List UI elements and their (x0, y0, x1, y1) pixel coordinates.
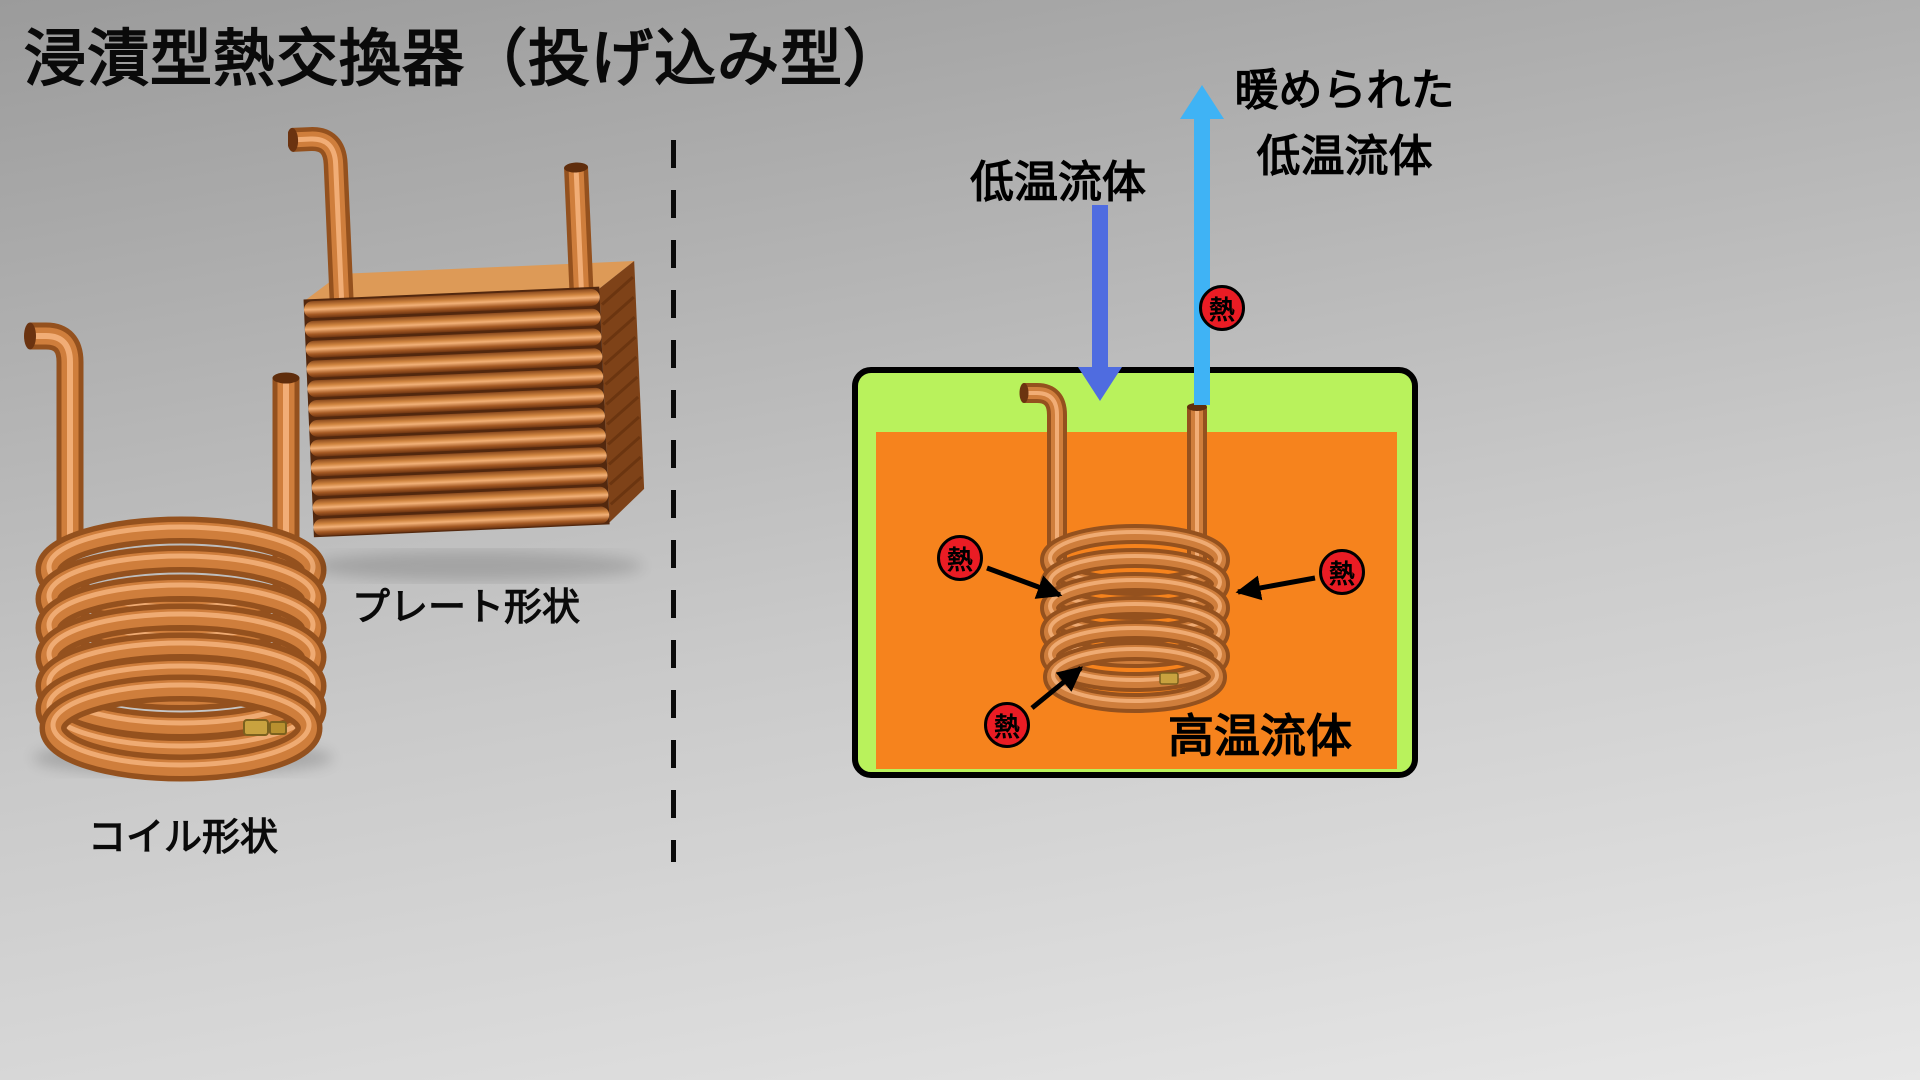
heat-badge-bottom: 熱 (984, 702, 1030, 748)
diagram-coil-loop (1043, 641, 1227, 713)
dashed-divider (671, 140, 676, 862)
page-title: 浸漬型熱交換器（投げ込み型） (24, 25, 907, 94)
coil-loop (39, 674, 323, 782)
immersion-diagram (852, 85, 1418, 778)
heat-badge-top: 熱 (1199, 285, 1245, 331)
heat-badge-label: 熱 (946, 544, 973, 575)
coil-brass-fitting (243, 719, 287, 736)
diagram-coil-fitting (1159, 672, 1179, 685)
plate-shadow (313, 551, 643, 581)
heat-badge-label: 熱 (1208, 294, 1235, 325)
coil-photo-label: コイル形状 (88, 817, 279, 859)
plate-photo-label: プレート形状 (352, 587, 581, 629)
plate-inlet-pipe (288, 127, 354, 305)
warmed-fluid-label-line2: 低温流体 (1256, 132, 1433, 181)
heat-badge-left: 熱 (937, 535, 983, 581)
warmed-fluid-up-arrow (1180, 85, 1224, 405)
coil-inlet-pipe (24, 322, 84, 550)
plate-tubes (303, 288, 610, 536)
heat-transfer-arrows (986, 565, 1316, 710)
plate-outlet-pipe (564, 162, 594, 296)
hot-fluid-label: 高温流体 (1168, 710, 1352, 762)
coil-heat-exchanger-photo (24, 322, 333, 782)
plate-top-face (303, 261, 635, 302)
heat-badge-label: 熱 (993, 711, 1020, 742)
plate-heat-exchanger-photo (288, 127, 645, 581)
plate-side-bends (601, 276, 643, 506)
warmed-fluid-label-line1: 暖められた (1234, 66, 1455, 115)
diagram-coil-inlet-pipe (1019, 383, 1067, 567)
cold-fluid-down-arrow (1078, 205, 1122, 401)
heat-badge-right: 熱 (1319, 549, 1365, 595)
heat-badge-label: 熱 (1328, 558, 1355, 589)
cold-fluid-label: 低温流体 (970, 158, 1146, 207)
warmed-fluid-label: 暖められた 低温流体 (1222, 58, 1467, 190)
diagram-coil-loop (1040, 620, 1230, 692)
